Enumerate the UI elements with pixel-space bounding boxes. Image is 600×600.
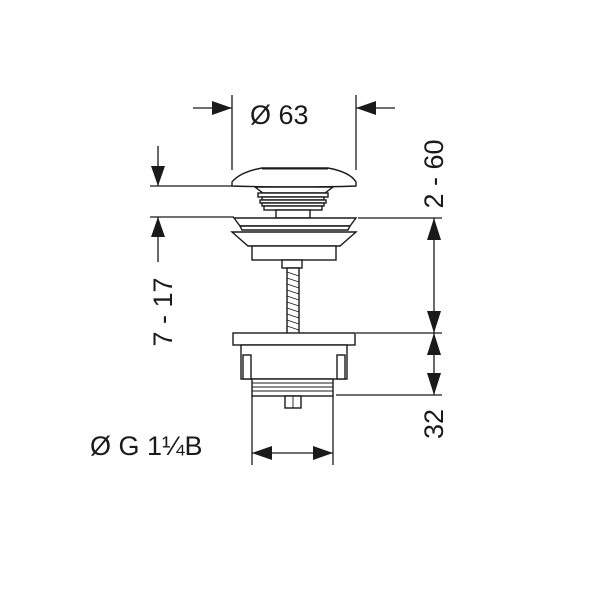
thread-section xyxy=(251,378,334,397)
top-flange xyxy=(232,217,358,227)
thread-size-dimension: Ø G 1¼B xyxy=(90,396,334,465)
cap-diameter-label: Ø 63 xyxy=(250,100,309,130)
lower-body xyxy=(240,344,348,380)
body-height-label: 32 xyxy=(419,409,449,439)
cap-diameter-dimension: Ø 63 xyxy=(193,95,395,170)
cap-dome xyxy=(231,167,357,188)
valve-body xyxy=(230,167,358,409)
pull-range-label: 2 - 60 xyxy=(419,139,449,208)
body-height-dimension: 32 xyxy=(336,333,449,439)
stem-range-label: 7 - 17 xyxy=(148,277,178,346)
pull-range-dimension: 2 - 60 xyxy=(356,139,449,334)
thread-size-label: Ø G 1¼B xyxy=(90,431,203,461)
lower-flange xyxy=(232,332,356,346)
threaded-rod xyxy=(286,267,300,335)
stem-range-dimension: 7 - 17 xyxy=(148,146,234,347)
